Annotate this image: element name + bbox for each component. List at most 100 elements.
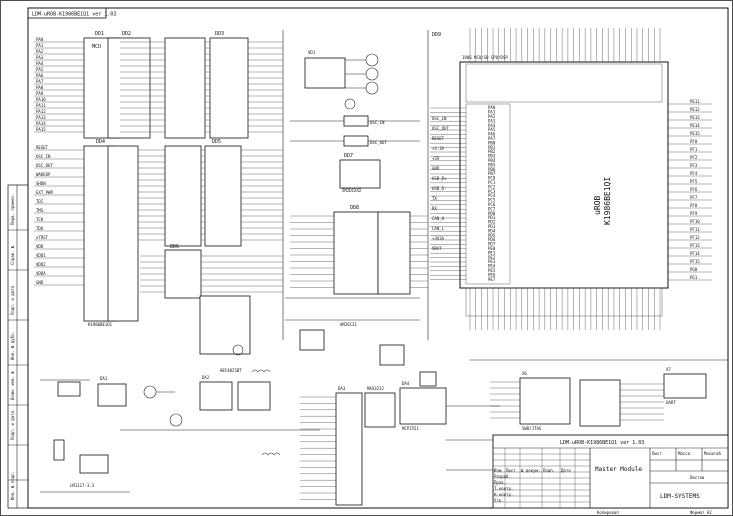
dd9-pin-pb7: PB7 [488,171,496,176]
osc-out-label: OSC_OUT [370,140,387,145]
dd1-pin-pa8: PA8 [36,85,44,90]
dd9-pin-pe3: PE3 [488,259,496,264]
chip-dd8-ref: DD8 [350,205,359,211]
change-header-0: Изм [494,468,502,473]
dd9-pin-pc5: PC5 [488,198,496,203]
chip-dd1-title: MCU [92,44,101,50]
osc-in-label: OSC_IN [370,120,385,125]
chip-dd6: DD6 [164,244,202,299]
chip-dd9: 1986 MCU/SD CPU/DSP DD9 uROB K1986BE1QI … [430,28,712,330]
dd2-pin-tdo: TDO [36,226,44,231]
dd9-top-pins [465,28,663,103]
dd9-pin-pc2: PC2 [488,184,496,189]
dd9-pin-pa3: PA3 [488,118,496,123]
dd9-pin-pe5: PE5 [488,268,496,273]
dd9-net-pf3: PF3 [690,163,698,168]
dd9-net-pf0: PF0 [690,139,698,144]
net-5: GND [432,166,440,171]
dd9-net-pe14: PE14 [690,123,700,128]
side-label-2: Подп. и дата [10,286,15,315]
chip-dd3: DD3 [164,31,249,139]
dd9-net-pf14: PF14 [690,251,700,256]
dd9-net-pf6: PF6 [690,187,698,192]
title-product: Master Module [595,466,642,473]
dd9-net-pg0: PG0 [690,267,698,272]
chip-dd7-title: 5M2DCXX2 [342,188,362,193]
dd1-pin-pa0: PA0 [36,37,44,42]
title-company: LDM-SYSTEMS [660,493,700,500]
da3-pin-rows [300,396,336,500]
dd9-pin-pc1: PC1 [488,180,496,185]
dd9-pin-pb2: PB2 [488,149,496,154]
dd9-pin-pb6: PB6 [488,167,496,172]
dd1-pin-pa1: PA1 [36,43,44,48]
dd2-pin-osc_in: OSC_IN [36,154,51,159]
dd1-pin-pa7: PA7 [36,79,44,84]
title-mass-label: Масса [678,451,691,456]
dd2-pin-vdd1: VDD1 [36,253,46,258]
dd9-pin-pc6: PC6 [488,202,496,207]
chip-dd3-ref: DD3 [215,31,224,37]
dd9-left-pins: PA0PA1PA2PA3PA4PA5PA6PA7PB0PB1PB2PB3PB4P… [430,103,511,285]
dd9-pin-pb0: PB0 [488,140,496,145]
header-code: LDM-uROB-K1986BE1Q1 ver 1.03 [32,12,116,18]
dd2-pin-wakeup: WAKEUP [36,172,51,177]
dd2-pin-ext_pwr: EXT_PWR [36,190,53,195]
net-8: TX [432,196,437,201]
title-scale-label: Масштаб [704,451,721,456]
dd2-pin-reset: RESET [36,145,49,150]
chip-dd4: DD4 [83,139,139,322]
side-label-3: Инв. № дубл. [10,331,15,360]
dd9-pin-pb5: PB5 [488,162,496,167]
dd9-pin-pb4: PB4 [488,158,496,163]
chip-dd1-ref: DD1 [95,31,104,37]
led-block: VD1 [304,50,379,110]
dd2-pin-vdd: VDD [36,244,44,249]
dd9-net-pf9: PF9 [690,211,698,216]
dd9-net-pf5: PF5 [690,179,698,184]
dd9-pin-pd7: PD7 [488,242,496,247]
role-label-0: Разраб. [494,474,511,479]
side-label-6: Инв. № подл. [10,471,15,500]
crystal-block-1: OSC_IN OSC_OUT [290,115,420,147]
dd1-pin-pa14: PA14 [36,121,46,126]
dd9-pin-pc4: PC4 [488,193,496,198]
table-x7: X7 UART [579,367,707,427]
dd9-pin-pd1: PD1 [488,215,496,220]
dd6-pin-rows [140,255,283,293]
change-header-1: Лист [506,468,516,473]
dd9-left-band [465,103,511,285]
net-11: CAN_L [432,226,445,231]
title-sheets-label: Листов [690,475,704,480]
dd1-pin-pa5: PA5 [36,67,44,72]
dd1-pin-pa15: PA15 [36,127,46,132]
chip-dd7: DD7 5M2DCXX2 [339,153,381,193]
chip-dd3-title: K1986BE1Q1 [88,322,113,327]
dd2-pin-shdn: SHDN [36,181,46,186]
dd9-net-pg1: PG1 [690,275,698,280]
dd9-pin-pc7: PC7 [488,206,496,211]
dd9-pin-pe1: PE1 [488,250,496,255]
net-9: RX [432,206,437,211]
title-doc-code: LDM-uROB-K1986BE1Q1 ver 1.03 [560,440,644,446]
da2-title: HEF4025BT [220,368,242,373]
dd2-pin-vdd2: VDD2 [36,262,46,267]
dd2-pin-tdi: TDI [36,199,44,204]
dd9-pin-pe4: PE4 [488,264,496,269]
dd9-pin-pe7: PE7 [488,277,496,282]
da3-ref: DA3 [338,386,346,391]
dd1-pin-pa11: PA11 [36,103,46,108]
dd9-pin-pa7: PA7 [488,136,496,141]
dd1-pin-pa9: PA9 [36,91,44,96]
role-label-4: Утв. [494,498,504,503]
net-7: USB_D- [432,186,446,191]
dd9-pin-pd4: PD4 [488,228,496,233]
net-13: VBAT [432,246,442,251]
dd9-net-pe13: PE13 [690,115,700,120]
chip-dd4-ref: DD4 [96,139,105,145]
dd9-net-pf1: PF1 [690,147,698,152]
dd9-line2: K1986BE1QI [603,177,612,225]
dd9-pin-pd2: PD2 [488,220,496,225]
dd9-pin-pe6: PE6 [488,272,496,277]
dd9-pin-pa2: PA2 [488,114,496,119]
